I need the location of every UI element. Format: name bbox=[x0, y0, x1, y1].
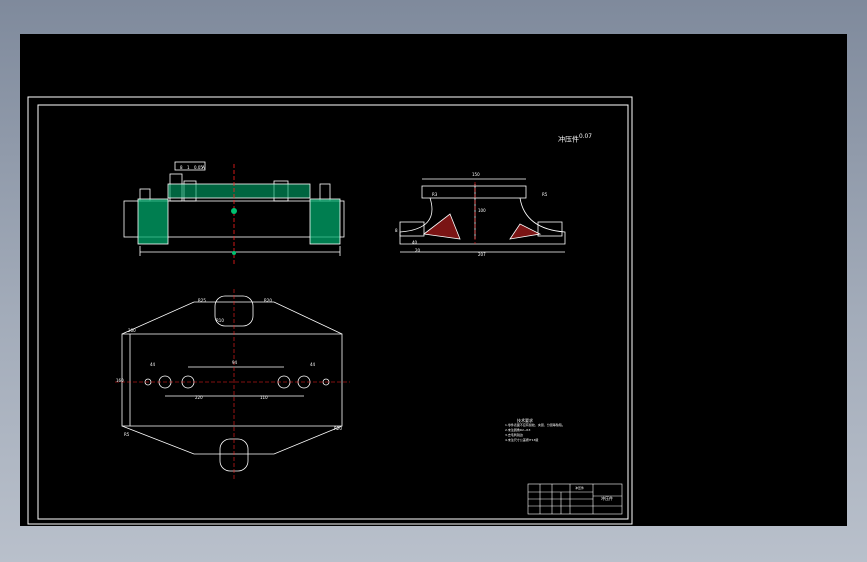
plan-dim-label: R25 bbox=[198, 298, 206, 303]
side-dim-label: 40 bbox=[412, 240, 418, 245]
technical-note-line: 1.零件表面不应有裂纹、夹层、分层等缺陷。 bbox=[505, 423, 565, 427]
front-dim-label: A bbox=[202, 165, 205, 170]
front-dim-label: 0.05 bbox=[194, 165, 203, 170]
front-bottom-mark bbox=[232, 251, 236, 255]
front-section-view bbox=[123, 161, 345, 256]
plan-dim-label: R20 bbox=[264, 298, 272, 303]
front-dim-label: 1 bbox=[187, 165, 190, 170]
title-block-part-name: 冲压件 bbox=[601, 496, 613, 501]
plan-dim-label: 220 bbox=[195, 395, 203, 400]
title-block-part-no: 冲压件 bbox=[575, 486, 585, 490]
side-dim-label: 8 bbox=[395, 228, 398, 233]
plan-dim-label: 260 bbox=[128, 328, 136, 333]
plan-dim-label: R5 bbox=[124, 432, 130, 437]
sheet-title: 冲压件0.07 bbox=[558, 134, 592, 144]
plan-dim-label: 110 bbox=[260, 395, 268, 400]
side-dim-label: R3 bbox=[432, 192, 438, 197]
plan-dim-label: R20 bbox=[334, 426, 342, 431]
technical-notes-title: 技术要求 bbox=[517, 418, 533, 423]
technical-notes: 技术要求 1.零件表面不应有裂纹、夹层、分层等缺陷。 2.未注圆角R2~R3 3… bbox=[505, 418, 565, 443]
side-dim-label: 100 bbox=[478, 208, 486, 213]
plan-dim-label: 160 bbox=[116, 378, 124, 383]
plan-dim-label: R10 bbox=[216, 318, 224, 323]
title-block bbox=[527, 483, 623, 515]
side-view bbox=[399, 178, 566, 253]
side-dim-label: 20 bbox=[415, 248, 421, 253]
technical-note-line: 3.去毛刺锐边 bbox=[505, 433, 523, 437]
plan-view bbox=[121, 295, 343, 472]
sheet-inner-border bbox=[37, 104, 629, 520]
plan-dim-label: 44 bbox=[310, 362, 316, 367]
side-dim-label: R5 bbox=[542, 192, 548, 197]
technical-note-line: 4.未注尺寸公差按IT13级 bbox=[505, 438, 539, 442]
front-dim-label: 8 bbox=[180, 165, 183, 170]
side-dim-label: 207 bbox=[478, 252, 486, 257]
plan-dim-label: 94 bbox=[232, 360, 238, 365]
sheet-outer-border bbox=[27, 96, 633, 525]
front-center-mark bbox=[231, 208, 237, 214]
side-dim-label: 150 bbox=[472, 172, 480, 177]
technical-note-line: 2.未注圆角R2~R3 bbox=[505, 428, 531, 432]
plan-dim-label: 44 bbox=[150, 362, 156, 367]
